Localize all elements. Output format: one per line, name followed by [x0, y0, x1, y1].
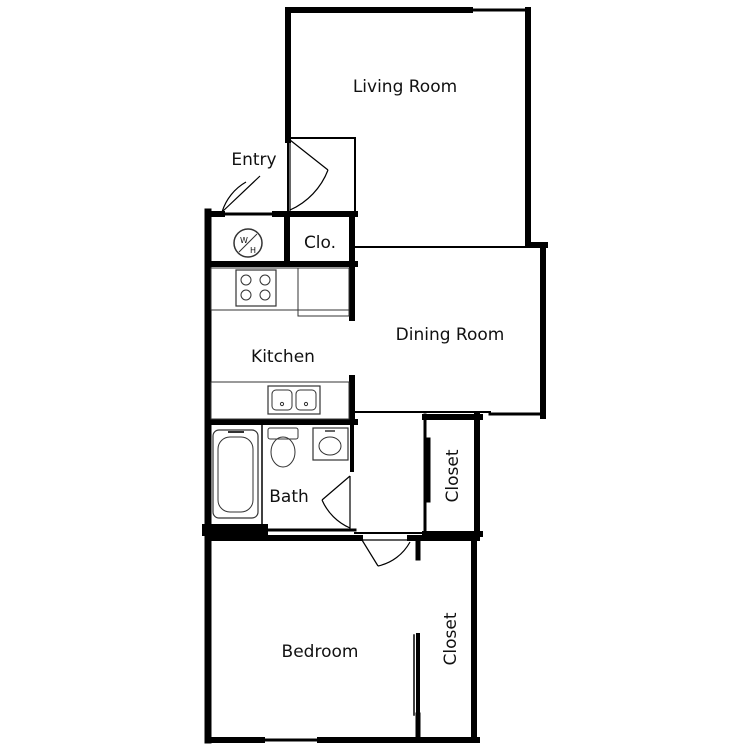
water-heater-icon	[233, 228, 263, 258]
toilet-tank	[267, 427, 299, 440]
doors	[221, 139, 411, 567]
counter-top	[210, 267, 350, 311]
counter-bottom	[210, 381, 350, 420]
label-closet-small: Clo.	[304, 233, 336, 253]
label-bath: Bath	[269, 487, 309, 507]
kitchen-sink-icon	[267, 385, 321, 415]
label-water-heater-w: W	[240, 236, 248, 245]
label-living-room: Living Room	[353, 77, 457, 97]
sink-basin-right	[295, 389, 317, 411]
label-closet-bedroom: Closet	[441, 612, 461, 665]
label-kitchen: Kitchen	[251, 347, 315, 367]
door-entry-exterior	[221, 175, 261, 213]
walls	[202, 7, 548, 744]
label-dining-room: Dining Room	[396, 325, 505, 345]
bathtub-inner	[217, 436, 254, 513]
door-bath	[321, 475, 351, 530]
label-bedroom: Bedroom	[282, 642, 359, 662]
fridge	[297, 267, 350, 317]
burner-3	[240, 289, 252, 301]
burner-2	[259, 274, 271, 286]
fixtures	[210, 228, 350, 519]
burner-4	[259, 289, 271, 301]
bathtub-icon	[212, 429, 259, 519]
door-entry-living	[289, 139, 329, 212]
water-heater-slash	[238, 233, 258, 253]
stove-icon	[235, 269, 277, 307]
drain-left	[279, 401, 285, 407]
drain-right	[303, 401, 309, 407]
room-labels: Living Room Entry Clo. W H Dining Room K…	[231, 77, 504, 665]
bath-sink-basin	[318, 436, 342, 456]
bath-sink-icon	[312, 427, 349, 461]
burner-1	[240, 274, 252, 286]
sink-basin-left	[271, 389, 293, 411]
label-entry: Entry	[231, 150, 276, 170]
label-water-heater-h: H	[250, 246, 256, 255]
toilet-bowl	[270, 436, 296, 468]
label-closet-hall: Closet	[443, 449, 463, 502]
door-bedroom	[361, 539, 411, 567]
